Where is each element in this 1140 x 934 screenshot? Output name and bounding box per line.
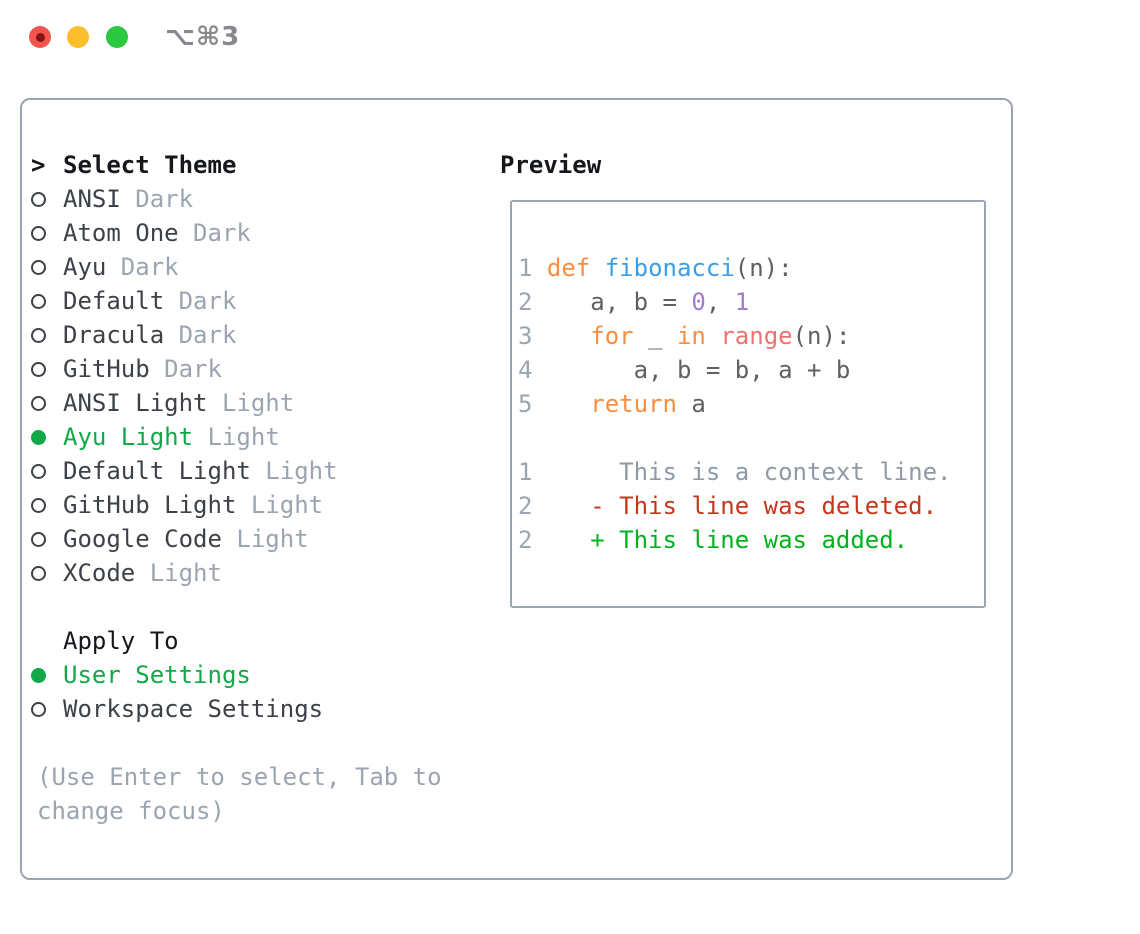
minimize-button[interactable] [67, 26, 89, 48]
apply-to-option[interactable]: User Settings [31, 658, 442, 692]
hint-line-2: change focus) [37, 797, 225, 825]
radio-icon [31, 191, 46, 207]
radio-selected-icon [31, 429, 46, 445]
radio-icon [31, 225, 46, 241]
variant-label: Light [221, 525, 309, 553]
theme-option[interactable]: Dracula Dark [31, 318, 442, 352]
option-label: ANSI [63, 185, 121, 213]
theme-option[interactable]: Ayu Light Light [31, 420, 442, 454]
spacer [31, 726, 442, 760]
code-line: 3 for _ in range(n): [518, 322, 851, 350]
select-theme-header: > Select Theme [31, 148, 442, 182]
radio-icon [31, 293, 46, 309]
option-label: Default Light [63, 457, 251, 485]
option-label: Google Code [63, 525, 222, 553]
radio-icon [31, 395, 46, 411]
code-line: 1 This is a context line. [518, 458, 952, 486]
variant-label: Light [236, 491, 324, 519]
option-label: GitHub [63, 355, 150, 383]
code-line: 2 + This line was added. [518, 526, 909, 554]
variant-label: Dark [149, 355, 222, 383]
window-title: ⌥⌘3 [165, 22, 241, 52]
prompt-icon: > [31, 151, 46, 179]
code-line: 1 def fibonacci(n): [518, 254, 793, 282]
radio-icon [31, 531, 46, 547]
variant-label: Light [250, 457, 338, 485]
radio-icon [31, 327, 46, 343]
select-theme-title: Select Theme [63, 151, 237, 179]
option-label: Default [63, 287, 165, 315]
variant-label: Dark [178, 219, 251, 247]
variant-label: Light [193, 423, 280, 451]
variant-label: Dark [106, 253, 179, 281]
option-label: Workspace Settings [63, 695, 324, 723]
theme-option[interactable]: Google Code Light [31, 522, 442, 556]
theme-option[interactable]: ANSI Dark [31, 182, 442, 216]
option-label: Ayu [63, 253, 107, 281]
code-line: 4 a, b = b, a + b [518, 356, 851, 384]
apply-to-option[interactable]: Workspace Settings [31, 692, 442, 726]
preview-code: 1 def fibonacci(n): 2 a, b = 0, 1 3 for _ … [518, 251, 984, 557]
radio-icon [31, 701, 46, 717]
close-button[interactable] [29, 26, 51, 48]
variant-label: Light [207, 389, 295, 417]
hint-line-1: (Use Enter to select, Tab to [37, 763, 442, 791]
option-label: XCode [63, 559, 136, 587]
variant-label: Dark [120, 185, 194, 213]
titlebar: ⌥⌘3 [0, 0, 1140, 74]
code-line: 2 a, b = 0, 1 [518, 288, 750, 316]
theme-option[interactable]: GitHub Dark [31, 352, 442, 386]
theme-option[interactable]: Default Light Light [31, 454, 442, 488]
spacer [31, 590, 442, 624]
theme-option[interactable]: Atom One Dark [31, 216, 442, 250]
variant-label: Light [135, 559, 222, 587]
preview-box: 1 def fibonacci(n): 2 a, b = 0, 1 3 for _ … [510, 200, 986, 608]
theme-option[interactable]: Ayu Dark [31, 250, 442, 284]
radio-icon [31, 497, 46, 513]
code-line: 2 - This line was deleted. [518, 492, 938, 520]
option-label: Ayu Light [63, 423, 194, 451]
option-label: ANSI Light [63, 389, 208, 417]
zoom-button[interactable] [106, 26, 128, 48]
radio-icon [31, 259, 46, 275]
variant-label: Dark [164, 287, 237, 315]
code-line: 5 return a [518, 390, 706, 418]
apply-to-title: Apply To [63, 627, 179, 655]
apply-to-header: Apply To [31, 624, 442, 658]
radio-icon [31, 565, 46, 581]
radio-icon [31, 361, 46, 377]
theme-option[interactable]: GitHub Light Light [31, 488, 442, 522]
theme-option[interactable]: XCode Light [31, 556, 442, 590]
theme-option[interactable]: ANSI Light Light [31, 386, 442, 420]
code-line [518, 421, 984, 455]
option-label: GitHub Light [63, 491, 237, 519]
hint-text: (Use Enter to select, Tab to change focu… [37, 760, 442, 828]
preview-title: Preview [500, 151, 602, 179]
radio-icon [31, 463, 46, 479]
variant-label: Dark [164, 321, 237, 349]
radio-selected-icon [31, 667, 46, 683]
theme-option[interactable]: Default Dark [31, 284, 442, 318]
option-label: Dracula [63, 321, 165, 349]
close-dot-icon [35, 32, 45, 42]
option-label: User Settings [63, 661, 251, 689]
option-label: Atom One [63, 219, 179, 247]
